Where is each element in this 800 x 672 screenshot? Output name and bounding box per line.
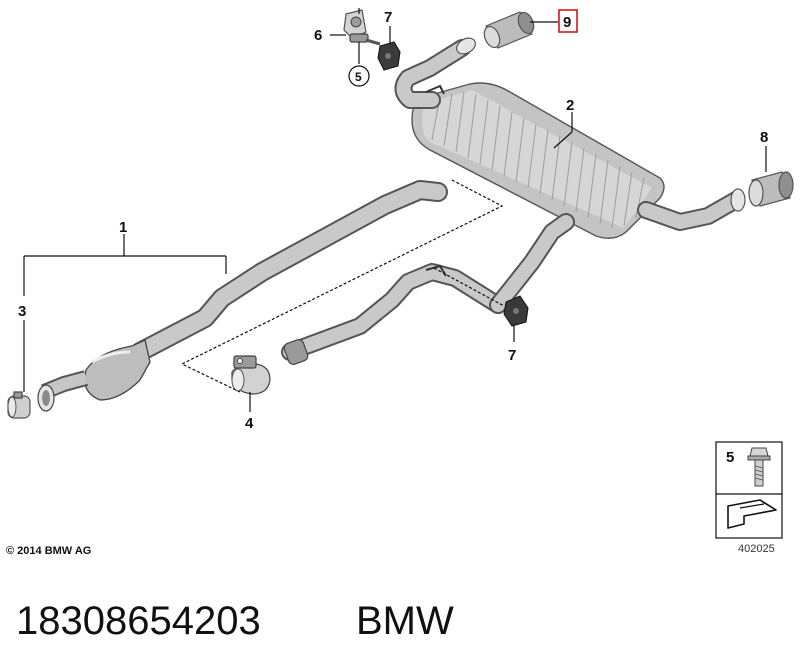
leader-lines <box>23 8 767 412</box>
callout-7-bottom: 7 <box>508 347 516 364</box>
rubber-mount-part-7-top <box>377 41 401 71</box>
legend-item-number: 5 <box>726 449 734 466</box>
bolt-part-5 <box>349 33 381 46</box>
callout-5-circled: 5 <box>355 70 362 84</box>
callout-8: 8 <box>760 129 768 146</box>
rubber-mount-part-7-bottom <box>503 295 529 327</box>
tailpipe-tip-part-9 <box>483 11 535 49</box>
catalytic-converter <box>37 339 151 412</box>
clamp-part-3 <box>7 391 31 419</box>
brand-name: BMW <box>356 599 454 643</box>
tailpipe-tip-part-8 <box>748 171 794 207</box>
callout-3: 3 <box>18 303 26 320</box>
copyright-text: © 2014 BMW AG <box>6 545 91 557</box>
legend-box: 5 402025 <box>715 441 783 555</box>
callout-9: 9 <box>563 14 571 31</box>
front-pipe-assembly <box>7 180 507 419</box>
callout-4: 4 <box>245 415 254 432</box>
callout-7-top: 7 <box>384 9 392 26</box>
diagram-id: 402025 <box>738 543 775 555</box>
part-number: 18308654203 <box>16 599 261 643</box>
callout-5-circle <box>348 65 370 87</box>
callout-2: 2 <box>566 97 574 114</box>
rear-muffler <box>394 37 746 314</box>
callout-6: 6 <box>314 27 322 44</box>
callout-1: 1 <box>119 219 127 236</box>
pipe-clamp-part-4 <box>231 355 271 395</box>
callout-9-highlight-box <box>558 9 578 33</box>
arrow-icon <box>727 499 777 529</box>
callout-labels: 1 2 3 4 6 7 7 8 5 9 <box>18 9 768 432</box>
bolt-icon <box>747 447 771 487</box>
